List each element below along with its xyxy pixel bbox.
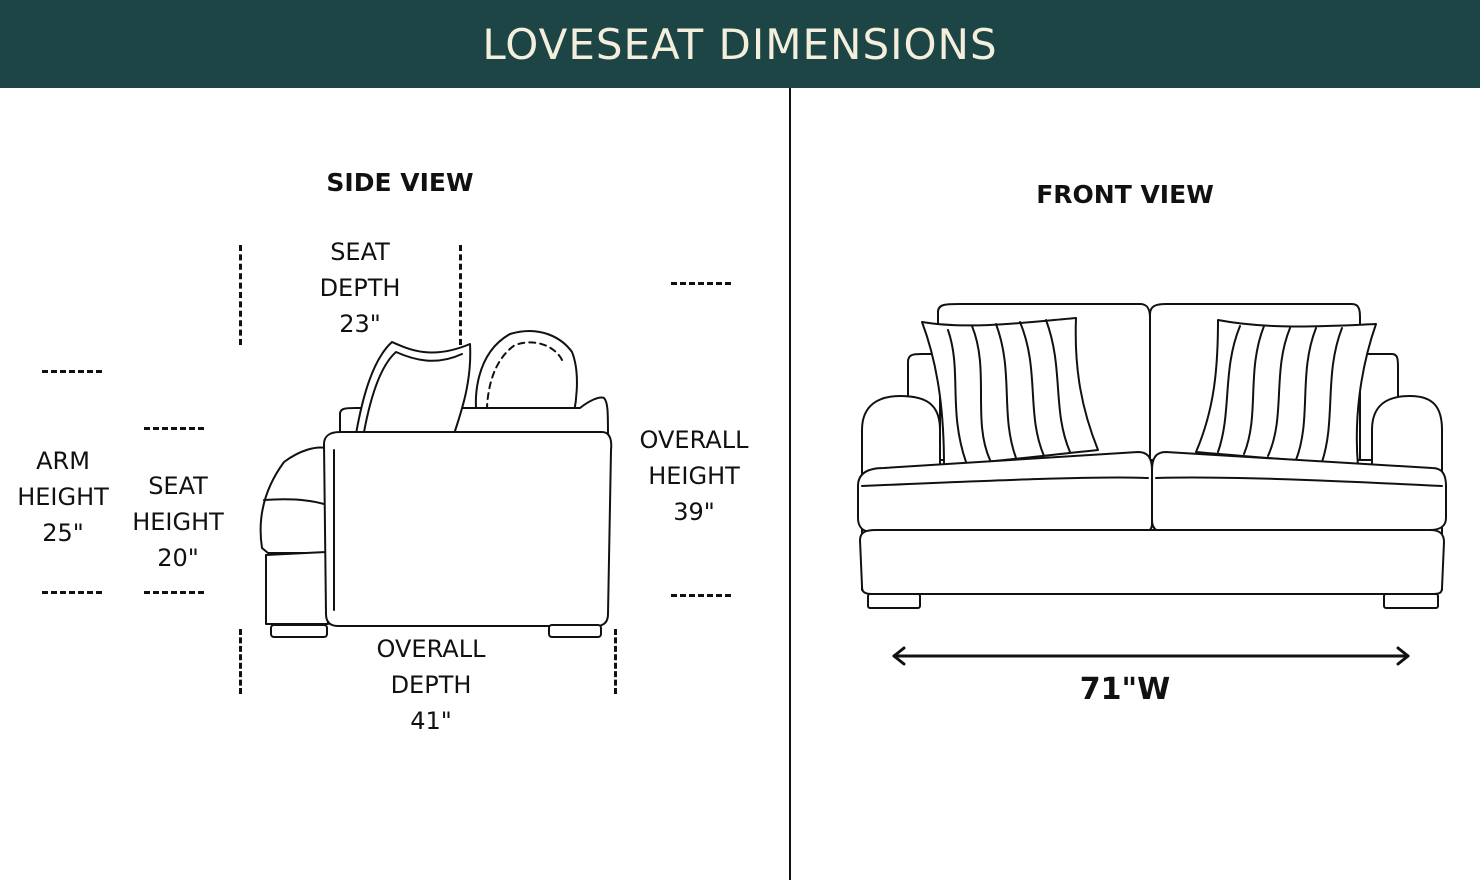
seat-height-top-mark xyxy=(144,427,204,430)
side-view-title: SIDE VIEW xyxy=(326,168,474,197)
overall-depth-value: 41" xyxy=(410,707,452,735)
seat-depth-value: 23" xyxy=(339,310,381,338)
seat-height-label: SEAT HEIGHT 20" xyxy=(118,468,238,576)
overall-height-line1: OVERALL xyxy=(639,426,749,454)
header-banner: LOVESEAT DIMENSIONS xyxy=(0,0,1480,88)
overall-height-bottom-mark xyxy=(671,594,731,597)
overall-depth-label: OVERALL DEPTH 41" xyxy=(356,631,506,739)
overall-height-label: OVERALL HEIGHT 39" xyxy=(624,422,764,530)
overall-height-top-mark xyxy=(671,282,731,285)
seat-height-line2: HEIGHT xyxy=(132,508,224,536)
arm-height-line2: HEIGHT xyxy=(17,483,109,511)
front-view-title: FRONT VIEW xyxy=(1036,180,1214,209)
seat-depth-left-mark xyxy=(239,245,242,345)
overall-height-value: 39" xyxy=(673,498,715,526)
seat-height-value: 20" xyxy=(157,544,199,572)
arm-height-bottom-mark xyxy=(42,591,102,594)
arm-height-value: 25" xyxy=(42,519,84,547)
seat-depth-line2: DEPTH xyxy=(319,274,401,302)
overall-depth-line1: OVERALL xyxy=(376,635,486,663)
overall-depth-left-mark xyxy=(239,629,242,694)
overall-depth-line2: DEPTH xyxy=(390,671,472,699)
arm-height-line1: ARM xyxy=(36,447,90,475)
overall-width-label: 71"W xyxy=(1079,672,1171,707)
seat-depth-label: SEAT DEPTH 23" xyxy=(290,234,430,342)
page-title: LOVESEAT DIMENSIONS xyxy=(482,19,998,69)
seat-depth-line1: SEAT xyxy=(330,238,390,266)
arm-height-label: ARM HEIGHT 25" xyxy=(3,443,123,551)
view-divider xyxy=(789,88,791,880)
overall-depth-right-mark xyxy=(614,629,617,694)
overall-height-line2: HEIGHT xyxy=(648,462,740,490)
seat-depth-right-mark xyxy=(459,245,462,345)
arm-height-top-mark xyxy=(42,370,102,373)
seat-height-line1: SEAT xyxy=(148,472,208,500)
seat-height-bottom-mark xyxy=(144,591,204,594)
